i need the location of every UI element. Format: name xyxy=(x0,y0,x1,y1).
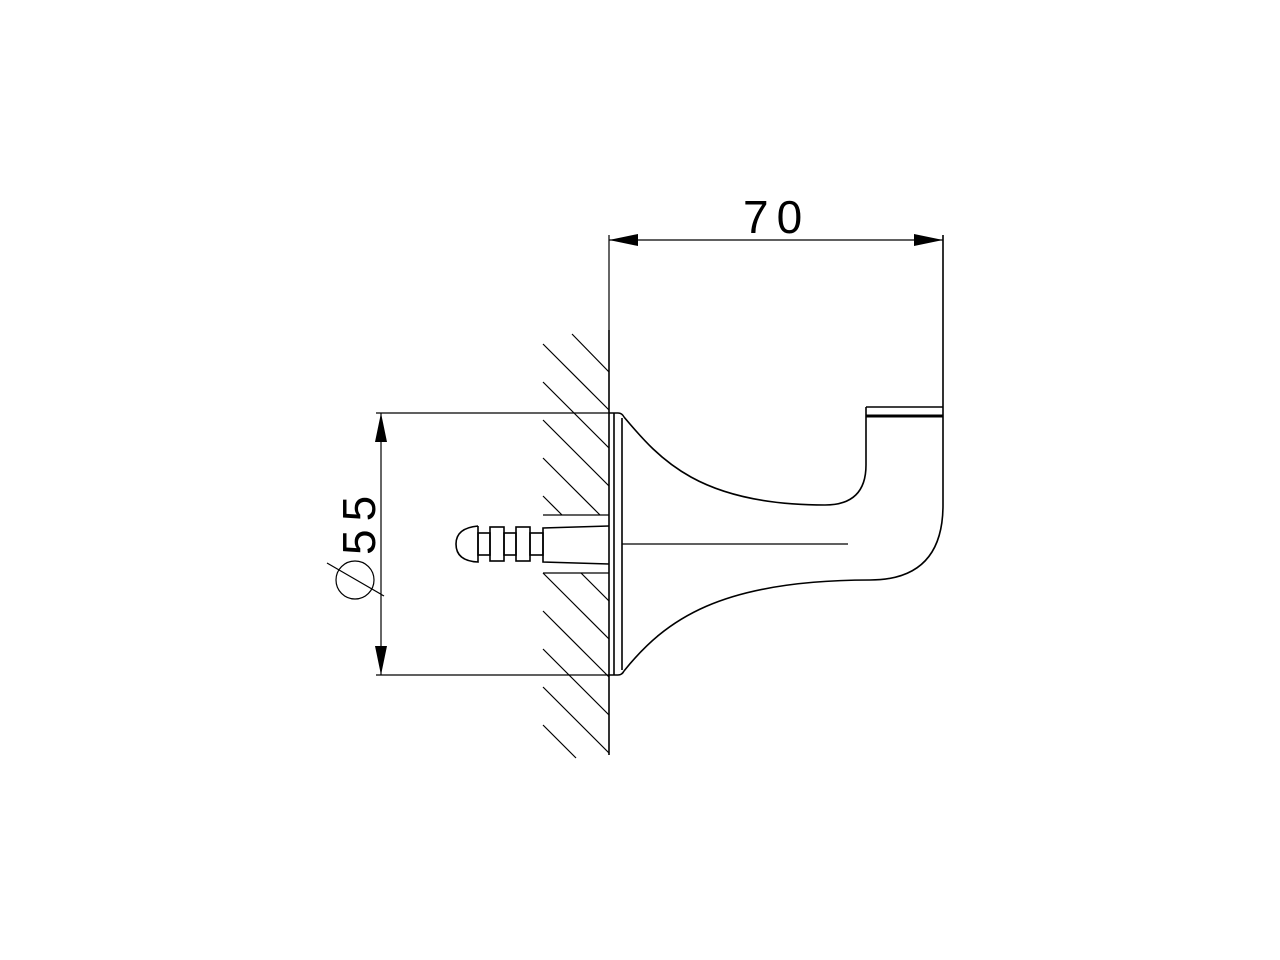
wall-hatching xyxy=(542,330,610,759)
base-plate xyxy=(609,412,625,676)
wall-anchor xyxy=(455,525,610,565)
dimension-projection: 70 xyxy=(608,191,943,330)
dimension-diameter: 55 xyxy=(326,412,609,676)
hook-body xyxy=(622,235,944,672)
dimension-55-label: 55 xyxy=(333,488,385,555)
diameter-symbol-icon xyxy=(335,560,375,600)
dimension-70-label: 70 xyxy=(743,191,810,243)
